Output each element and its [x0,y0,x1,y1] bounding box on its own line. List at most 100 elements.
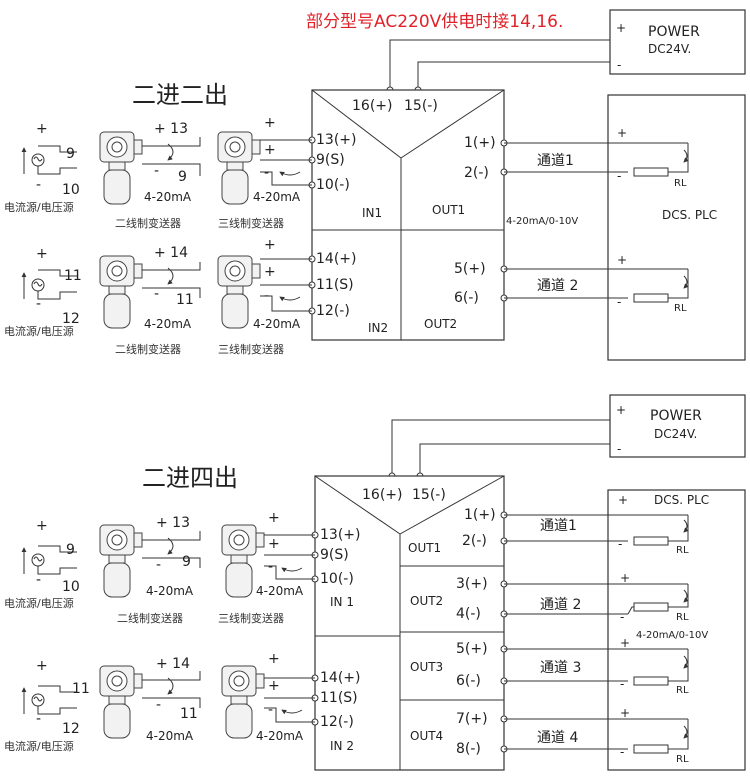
bottom-rl4 [633,744,669,754]
bottom-ch2-minus: - [620,610,624,624]
bottom-power-voltage: DC24V. [654,427,697,441]
top-power-minus: - [617,58,621,72]
bottom-ch1-minus: - [618,537,622,551]
bottom-rl3 [633,676,669,686]
top-in1-label: IN1 [362,206,382,220]
bottom-ch4-plus: + [620,706,630,720]
bottom-3wire2-icon [221,665,265,739]
top-ch1-plus: + [617,126,627,140]
bottom-3wire1-plus1: + [268,510,280,526]
bottom-3wire2-current: 4-20mA [256,729,304,743]
top-power-plus: + [616,21,626,35]
top-2wire2-t1: + 14 [154,245,188,261]
top-module [311,89,505,341]
bottom-pin-13: 13(+) [320,527,360,543]
top-ch1-minus: - [617,169,621,183]
bottom-3wire2-plus1: + [268,651,280,667]
top-pin-11: 11(S) [316,277,354,293]
top-dcs-label: DCS. PLC [662,208,717,222]
bottom-pin-2: 2(-) [462,533,487,549]
top-pin-12: 12(-) [316,303,350,319]
top-rl1 [633,167,669,177]
top-out1-label: OUT1 [432,203,465,217]
top-2wire1-caption: 二线制变送器 [115,216,181,230]
bottom-channel3-label: 通道 3 [540,660,581,676]
bottom-2wire1-icon [99,524,143,598]
top-2wire1-t2: 9 [178,169,187,185]
top-rl2-label: RL [674,303,687,314]
bottom-3wire1-minus: - [268,559,273,575]
top-power-title: POWER [648,24,700,40]
top-pin-5: 5(+) [454,261,486,277]
bottom-src2-t1: 11 [72,681,90,697]
bottom-2wire1-current: 4-20mA [146,584,194,598]
top-pin-1: 1(+) [464,135,496,151]
bottom-ch2-plus: + [620,571,630,585]
bottom-in2-label: IN 2 [330,739,354,753]
bottom-rl2-label: RL [676,612,689,623]
top-channel1-label: 通道1 [537,153,574,169]
top-2wire2-icon [99,255,143,329]
bottom-dcs-box [607,489,746,771]
bottom-out1-label: OUT1 [408,541,441,555]
bottom-src2-plus: + [36,658,48,674]
bottom-channel2-label: 通道 2 [540,597,581,613]
bottom-src1-minus: - [36,572,41,588]
top-signal-label: 4-20mA/0-10V [506,216,578,227]
bottom-2wire2-t2: 11 [180,706,198,722]
bottom-src1-t2: 10 [62,579,80,595]
bottom-pin-15: 15(-) [412,487,446,503]
bottom-2wire1-minus: - [156,557,161,573]
bottom-src2-caption: 电流源/电压源 [4,739,74,753]
bottom-rl1 [633,536,669,546]
top-pin-15: 15(-) [404,98,438,114]
bottom-channel1-label: 通道1 [540,518,577,534]
bottom-pin-8: 8(-) [456,741,481,757]
bottom-rl1-label: RL [676,545,689,556]
bottom-src1-t1: 9 [66,542,75,558]
bottom-rl3-label: RL [676,685,689,696]
bottom-2wire1-t1: + 13 [156,515,190,531]
top-rl2 [633,293,669,303]
top-2wire2-t2: 11 [176,292,194,308]
bottom-2wire2-t1: + 14 [156,656,190,672]
bottom-2wire2-icon [99,665,143,739]
top-in2-label: IN2 [368,321,388,335]
bottom-diagram: 二进四出 POWER DC24V. + - 16(+) 15(-) 13(+) … [4,394,746,771]
bottom-title: 二进四出 [142,464,238,492]
top-3wire1-caption: 三线制变送器 [218,216,284,230]
bottom-dcs-label: DCS. PLC [654,493,709,507]
bottom-source1-icon [24,548,44,574]
bottom-pin-12: 12(-) [320,714,354,730]
bottom-pin-16: 16(+) [362,487,402,503]
top-pin-13: 13(+) [316,132,356,148]
bottom-pin-6: 6(-) [456,673,481,689]
top-pin-9: 9(S) [316,152,345,168]
bottom-src1-plus: + [36,518,48,534]
top-out2-label: OUT2 [424,317,457,331]
bottom-2wire2-minus: - [156,697,161,713]
bottom-pin-5: 5(+) [456,641,488,657]
top-pin-10: 10(-) [316,177,350,193]
bottom-3wire1-current: 4-20mA [256,584,304,598]
bottom-pin-10: 10(-) [320,571,354,587]
top-title: 二进二出 [132,81,228,109]
top-3wire2-caption: 三线制变送器 [218,342,284,356]
top-src2-t1: 11 [64,268,82,284]
bottom-rl2 [633,602,669,612]
top-3wire1-current: 4-20mA [253,190,301,204]
top-3wire1-minus: - [264,165,269,181]
bottom-module [314,475,505,771]
top-pin-16: 16(+) [352,98,392,114]
top-pin-14: 14(+) [316,251,356,267]
ac220-note: 部分型号AC220V供电时接14,16. [306,12,563,32]
bottom-ch4-minus: - [620,745,624,759]
bottom-3wire2-minus: - [268,702,273,718]
top-ch2-plus: + [617,253,627,267]
bottom-ch1-plus: + [618,493,628,507]
top-3wire2-plus2: + [264,264,276,280]
bottom-2wire2-current: 4-20mA [146,729,194,743]
top-2wire2-minus: - [154,286,159,302]
top-power-box [609,9,746,75]
bottom-pin-9: 9(S) [320,547,349,563]
